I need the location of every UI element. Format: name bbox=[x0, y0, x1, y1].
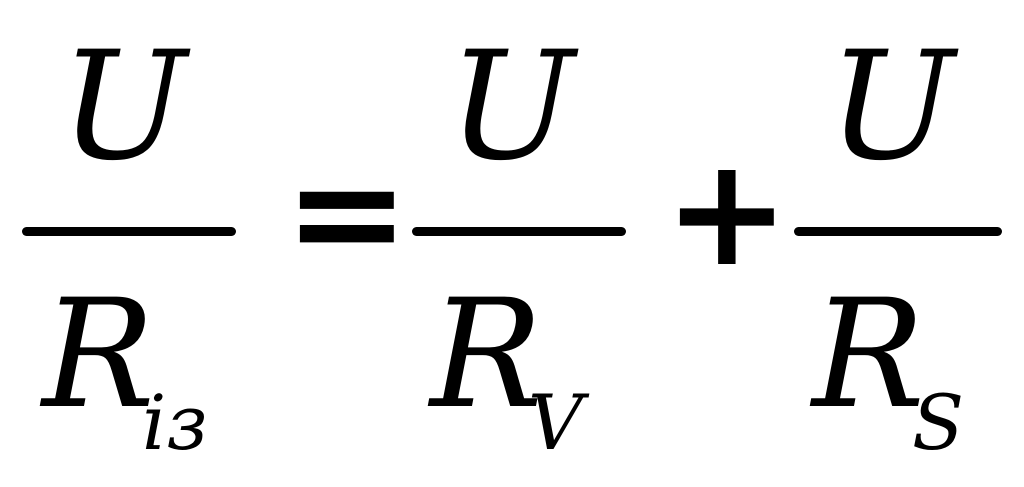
plus-sign: + bbox=[664, 126, 790, 300]
term1-subscript: V bbox=[528, 378, 583, 467]
equals-sign: = bbox=[284, 126, 410, 300]
term1-denominator: R bbox=[430, 268, 543, 442]
term2-numerator: U bbox=[828, 20, 955, 194]
term1-fraction-bar bbox=[412, 227, 626, 236]
term2-fraction-bar bbox=[794, 227, 1002, 236]
term2-subscript: S bbox=[912, 378, 965, 467]
lhs-denominator: R bbox=[42, 268, 155, 442]
term2-denominator: R bbox=[812, 268, 925, 442]
lhs-subscript: iз bbox=[142, 378, 208, 467]
lhs-fraction-bar bbox=[22, 227, 236, 236]
lhs-numerator: U bbox=[60, 20, 187, 194]
term1-numerator: U bbox=[448, 20, 575, 194]
